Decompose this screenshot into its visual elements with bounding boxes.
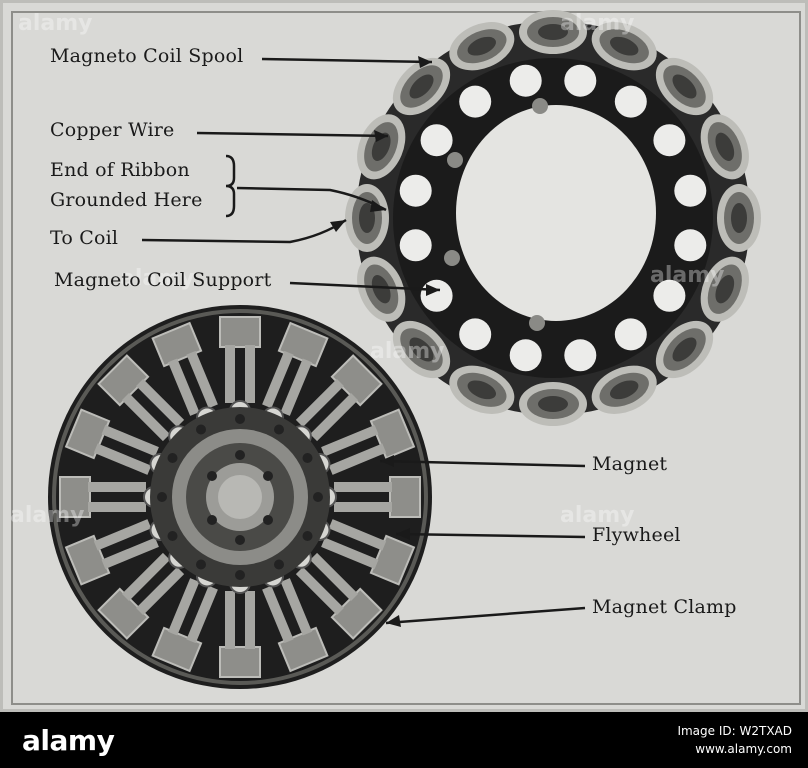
hub-bolt: [235, 570, 245, 580]
ring-hole: [420, 124, 453, 157]
coil-spool: [357, 256, 406, 322]
coil-spool: [591, 22, 657, 71]
watermark: alamy: [370, 339, 445, 364]
watermark-group: alamy alamy alamy alamy alamy alamy alam…: [10, 11, 725, 528]
ring-holes: [399, 64, 707, 372]
magnet: [64, 408, 172, 476]
label-flywheel: Flywheel: [592, 524, 681, 546]
ring-hole: [459, 318, 492, 351]
hub-bolts: [157, 414, 323, 580]
label-magneto-coil-support: Magneto Coil Support: [54, 269, 272, 291]
coil-spool: [449, 365, 515, 414]
magnet: [308, 518, 416, 586]
coil-spool: [591, 365, 657, 414]
coil-spool: [449, 22, 515, 71]
ring-hole: [674, 174, 707, 207]
coil-spool: [655, 57, 714, 116]
image-id: Image ID: W2TXAD: [677, 724, 792, 738]
label-grounded-here: Grounded Here: [50, 189, 203, 211]
ring-hole: [399, 174, 432, 207]
ring-hole: [564, 339, 597, 372]
ring-hole: [614, 318, 647, 351]
ring-hole: [509, 64, 542, 97]
site-url: www.alamy.com: [695, 742, 792, 756]
coil-spool: [519, 382, 587, 426]
coil-spool: [519, 10, 587, 54]
hub-bolt: [274, 559, 284, 570]
magnet-spokes: [59, 316, 421, 678]
illustration: alamy alamy alamy alamy alamy alamy alam…: [10, 10, 761, 689]
hub-bolt: [274, 424, 284, 435]
ring-hole: [653, 124, 686, 157]
ring-hole: [459, 85, 492, 118]
leader-arrowheads: [330, 56, 440, 627]
watermark: alamy: [10, 503, 85, 528]
hub-bolt: [196, 424, 206, 435]
magnet: [308, 408, 416, 476]
watermark: alamy: [18, 11, 93, 36]
hub-bolt: [302, 453, 313, 463]
hub-bolt: [157, 492, 167, 502]
label-magnet: Magnet: [592, 453, 668, 475]
label-copper-wire: Copper Wire: [50, 119, 175, 141]
coil-spool: [700, 114, 749, 180]
watermark: alamy: [120, 266, 195, 291]
image-id-block: Image ID: W2TXAD www.alamy.com: [677, 722, 792, 758]
hub-bolt: [302, 531, 313, 541]
coil-spool: [392, 57, 451, 116]
magneto-coil-ring: [345, 10, 761, 426]
hub-bolt: [167, 531, 178, 541]
coil-spools: [345, 10, 761, 426]
label-magneto-coil-spool: Magneto Coil Spool: [50, 45, 244, 67]
stock-footer: alamy Image ID: W2TXAD www.alamy.com: [0, 712, 808, 768]
ring-hole: [564, 64, 597, 97]
watermark: alamy: [650, 263, 725, 288]
coil-spool: [717, 184, 761, 252]
label-to-coil: To Coil: [50, 227, 119, 249]
coil-spool: [700, 256, 749, 322]
plate-border: [11, 11, 801, 705]
hub-bolt: [196, 559, 206, 570]
coil-spool: [345, 184, 389, 252]
coil-spool: [655, 320, 714, 379]
flywheel: [48, 305, 432, 689]
coil-spool: [392, 320, 451, 379]
hub-bolt: [167, 453, 178, 463]
ring-hole: [674, 229, 707, 262]
hub-bolt: [235, 414, 245, 424]
ring-hole: [420, 279, 453, 312]
ring-hole: [614, 85, 647, 118]
alamy-logo: alamy: [22, 724, 115, 757]
watermark: alamy: [560, 503, 635, 528]
ring-hole: [509, 339, 542, 372]
ring-hole: [653, 279, 686, 312]
label-magnet-clamp: Magnet Clamp: [592, 596, 737, 618]
ring-hole: [399, 229, 432, 262]
magnet: [97, 354, 191, 448]
watermark: alamy: [560, 11, 635, 36]
hub-bolt: [313, 492, 323, 502]
label-end-of-ribbon: End of Ribbon: [50, 159, 190, 181]
